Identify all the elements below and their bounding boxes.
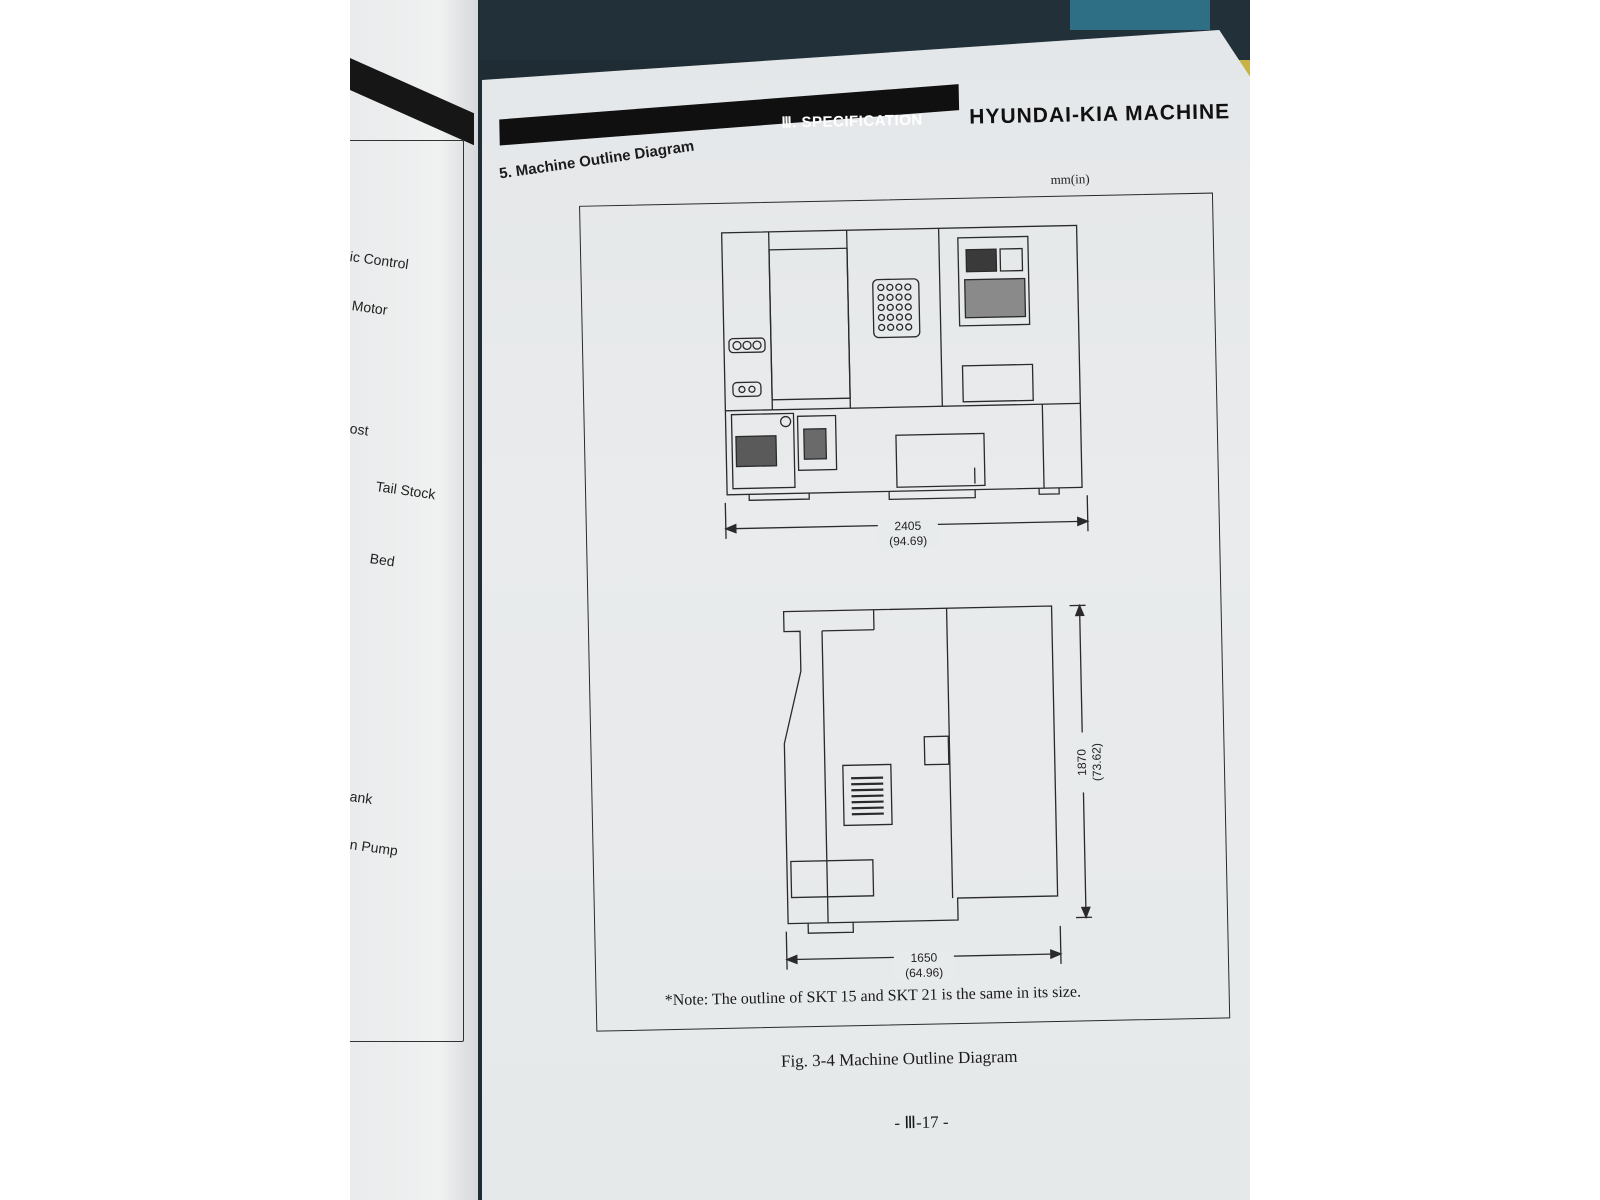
front-width-dimension: 2405 (94.69) <box>877 518 939 550</box>
side-height-dimension: 1870 (73.62) <box>1074 731 1106 793</box>
side-view <box>782 605 1059 934</box>
right-page-content: Ⅲ. SPECIFICATION HYUNDAI-KIA MACHINE 5. … <box>470 22 1250 1200</box>
side-depth-mm: 1650 <box>910 950 938 966</box>
right-page <box>482 30 1250 1200</box>
side-height-in: (73.62) <box>1089 742 1105 782</box>
side-height-mm: 1870 <box>1074 748 1090 776</box>
front-width-mm: 2405 <box>894 518 922 534</box>
page-number: - Ⅲ-17 - <box>894 1112 949 1133</box>
vent-grid <box>877 283 913 332</box>
left-page-diagram-frame <box>350 140 464 1042</box>
left-label-post: ost <box>350 420 370 439</box>
left-label-tank: ank <box>350 788 374 808</box>
outline-drawing: 2405 (94.69) 1650 (64.96) 1870 (73.62) <box>470 22 1238 982</box>
left-label-bed: Bed <box>368 550 396 570</box>
outline-svg <box>720 224 1093 970</box>
manual-photo: ic Control Motor ost Tail Stock Bed ank … <box>350 0 1250 1200</box>
side-depth-in: (64.96) <box>905 965 944 981</box>
left-page: ic Control Motor ost Tail Stock Bed ank … <box>350 0 478 1200</box>
side-depth-dimension: 1650 (64.96) <box>893 950 955 982</box>
front-view <box>720 224 1083 501</box>
left-page-header-bar <box>350 58 474 146</box>
front-width-in: (94.69) <box>888 533 928 549</box>
background-binder <box>1070 0 1210 30</box>
